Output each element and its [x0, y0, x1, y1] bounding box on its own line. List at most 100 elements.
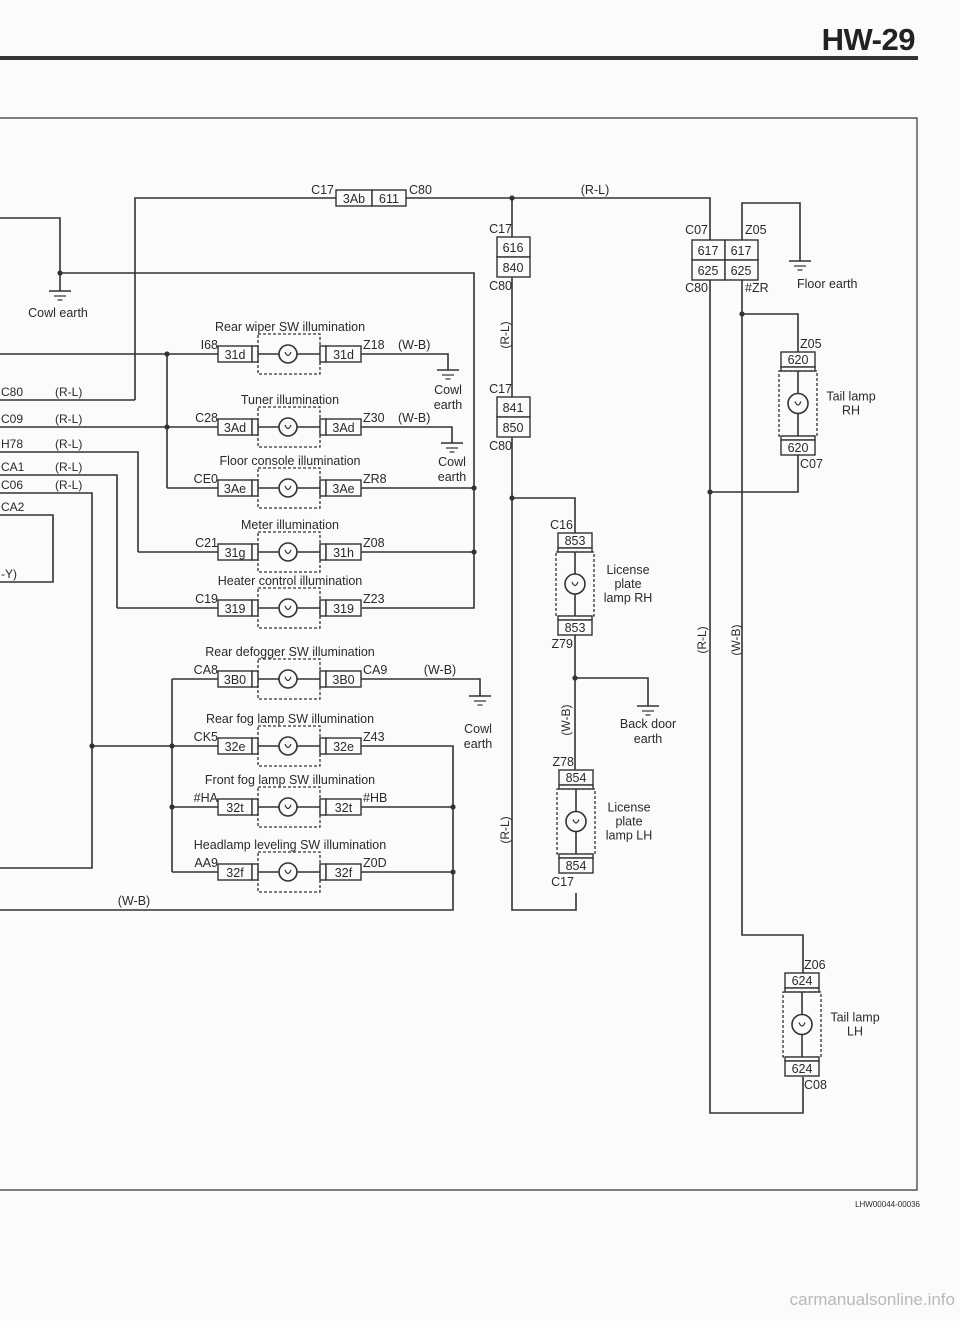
right-wire-code: Z18: [363, 338, 385, 352]
wire: [361, 353, 449, 370]
bulb-filament-icon: [284, 869, 292, 875]
diagram-frame: [0, 117, 918, 1191]
component-title: Front fog lamp SW illumination: [205, 773, 375, 787]
lamp-top-wire: C16: [550, 518, 573, 532]
wire: [709, 280, 804, 1114]
lamp-pin-label: 624: [792, 1062, 813, 1076]
joint-pin-label: 625: [698, 264, 719, 278]
lamp-name: lamp LH: [606, 829, 653, 843]
watermark: carmanualsonline.info: [790, 1290, 955, 1309]
connector-lock: [251, 418, 259, 436]
lamp-bottom-wire: C17: [551, 875, 574, 889]
left-wire-code: C28: [195, 411, 218, 425]
left-pin-label: 32f: [226, 866, 244, 880]
lamp-bottom-wire: C08: [804, 1078, 827, 1092]
cowl-earth-label: Cowl earth: [28, 306, 88, 320]
connector-lock: [319, 798, 327, 816]
bulb-filament-icon: [571, 581, 579, 587]
component-title: Rear wiper SW illumination: [215, 320, 365, 334]
joint-connector-cell: [496, 256, 531, 278]
junction-dot: [471, 485, 477, 491]
wire-color-label: (R-L): [695, 626, 709, 653]
left-wire-code: C80: [1, 385, 23, 399]
wire: [742, 313, 799, 352]
connector-lock: [319, 345, 327, 363]
lamp-name: plate: [614, 577, 641, 591]
lamp-pin-label: 624: [792, 974, 813, 988]
top-connector-left-wire: C17: [311, 183, 334, 197]
connector-lock: [251, 670, 259, 688]
lamp-pin-label: 854: [566, 859, 587, 873]
left-wire-code: C06: [1, 478, 23, 492]
back-door-earth-label: Back door: [620, 717, 676, 731]
bulb-icon: [278, 542, 298, 562]
left-wire-color: (R-L): [55, 412, 82, 426]
lamp-pin-label: 853: [565, 621, 586, 635]
left-pin-label: 3Ae: [224, 482, 246, 496]
joint-connector-cell: [496, 416, 531, 438]
cowl-earth-label: earth: [438, 470, 467, 484]
left-wire-code: CA8: [194, 663, 218, 677]
left-wire-code: CA2: [1, 500, 25, 514]
bulb-icon: [278, 797, 298, 817]
left-wire-code: -Y): [1, 567, 17, 581]
connector-lock: [251, 599, 259, 617]
right-wire-code: #HB: [363, 791, 387, 805]
left-wire-code: C21: [195, 536, 218, 550]
page-number: HW-29: [822, 22, 916, 57]
wire: [0, 514, 54, 583]
right-wire-code: ZR8: [363, 472, 387, 486]
component-title: Headlamp leveling SW illumination: [194, 838, 386, 852]
wire: [60, 272, 475, 609]
wire: [741, 202, 801, 261]
lamp-name: RH: [842, 404, 860, 418]
component-title: Floor console illumination: [219, 454, 360, 468]
left-pin-label: 319: [225, 602, 246, 616]
lamp-name: LH: [847, 1025, 863, 1039]
bulb-icon: [278, 344, 298, 364]
joint-bottom-wire: C80: [489, 279, 512, 293]
bulb-icon: [791, 1013, 813, 1036]
left-wire-color: (R-L): [55, 385, 82, 399]
lamp-connector: [558, 857, 594, 874]
cowl-earth-label: Cowl: [438, 455, 466, 469]
wire-color-label: (W-B): [398, 338, 430, 352]
connector-lock: [251, 737, 259, 755]
connector-lock: [251, 798, 259, 816]
bulb-filament-icon: [284, 676, 292, 682]
wire: [741, 280, 804, 973]
joint-top-wire: Z05: [745, 223, 767, 237]
left-wire-code: H78: [1, 437, 23, 451]
bulb-filament-icon: [284, 743, 292, 749]
bulb-icon: [565, 810, 587, 833]
right-pin-label: 3Ad: [332, 421, 354, 435]
connector-lock: [251, 543, 259, 561]
top-connector-pin-b-label: 611: [379, 192, 399, 206]
lamp-name: plate: [615, 815, 642, 829]
right-pin-label: 31h: [333, 546, 354, 560]
left-wire-code: CK5: [194, 730, 218, 744]
left-wire-code: C19: [195, 592, 218, 606]
left-pin-label: 31d: [225, 348, 246, 362]
right-wire-code: Z43: [363, 730, 385, 744]
header-rule: [0, 56, 918, 60]
cowl-earth-label: earth: [464, 737, 493, 751]
component-title: Heater control illumination: [218, 574, 363, 588]
right-wire-code: Z30: [363, 411, 385, 425]
bulb-filament-icon: [284, 549, 292, 555]
floor-earth-label: Floor earth: [797, 277, 857, 291]
component-title: Rear fog lamp SW illumination: [206, 712, 374, 726]
lamp-name: lamp RH: [604, 591, 653, 605]
junction-dot: [707, 489, 713, 495]
bulb-icon: [278, 736, 298, 756]
wire: [511, 437, 577, 911]
connector-lock: [251, 479, 259, 497]
connector-lock: [251, 345, 259, 363]
bulb-icon: [787, 392, 809, 415]
component-title: Rear defogger SW illumination: [205, 645, 375, 659]
joint-pin-label: 840: [503, 261, 524, 275]
wire: [710, 455, 799, 493]
wire: [0, 451, 139, 552]
wire: [0, 474, 118, 608]
